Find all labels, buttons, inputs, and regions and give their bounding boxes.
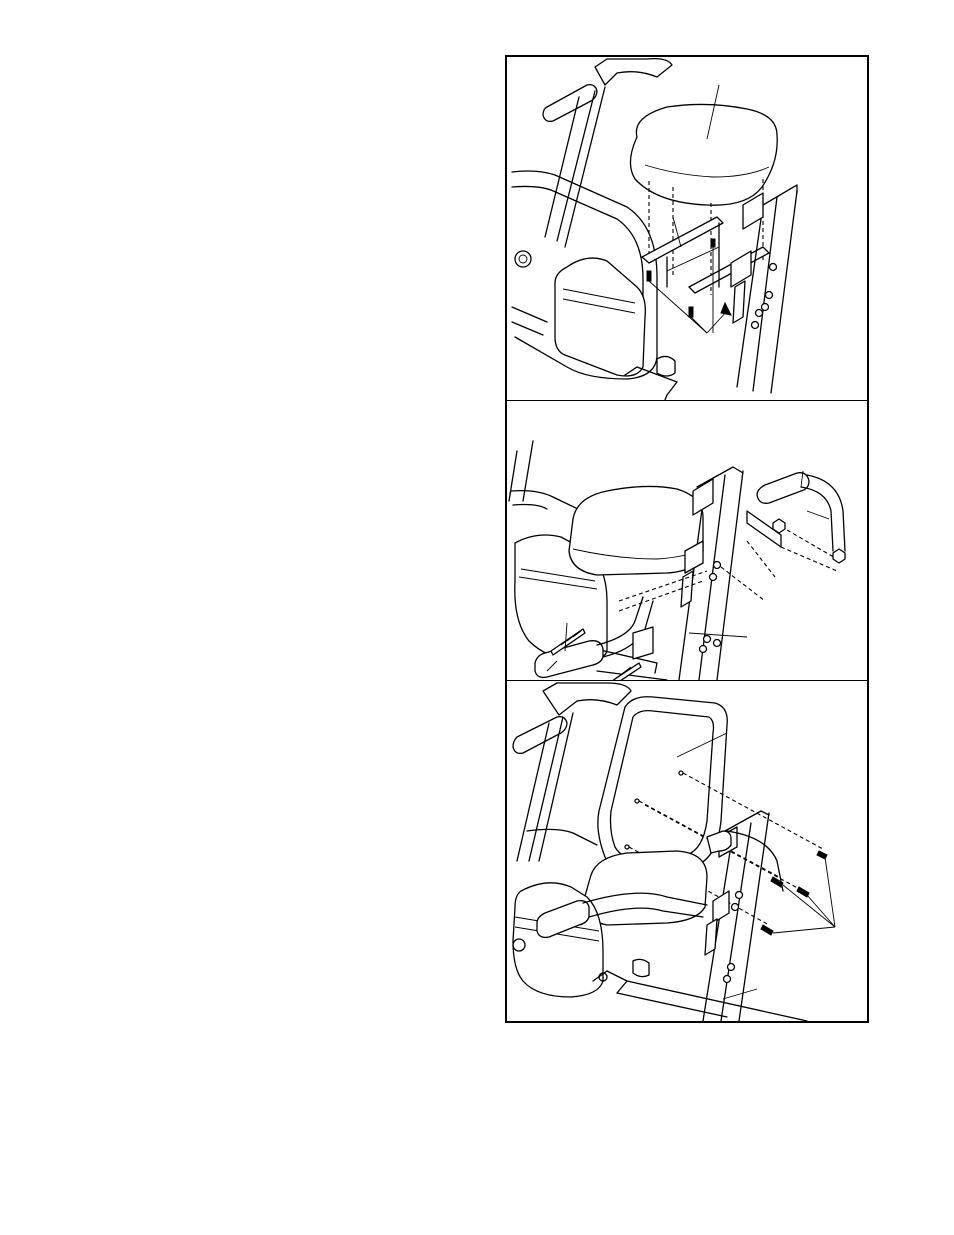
seat-assembly-drawing [507,57,867,400]
side-shield-icon [513,883,603,997]
seat-cushion-icon [569,486,703,575]
assembly-step-seat [507,57,867,401]
handlebar-assembly-drawing [507,401,867,680]
arrow-icon [721,303,731,315]
seat-cushion-icon [630,104,777,205]
assembly-figure-frame [505,55,869,1023]
assembly-step-handlebars [507,401,867,681]
handlebar-grip-icon [757,473,809,504]
assembly-step-backrest [507,681,867,1021]
handlebar-top-icon [595,59,672,85]
pedal-knob-icon [515,251,531,267]
backrest-assembly-drawing [507,681,867,1021]
side-shield-icon [555,258,645,376]
